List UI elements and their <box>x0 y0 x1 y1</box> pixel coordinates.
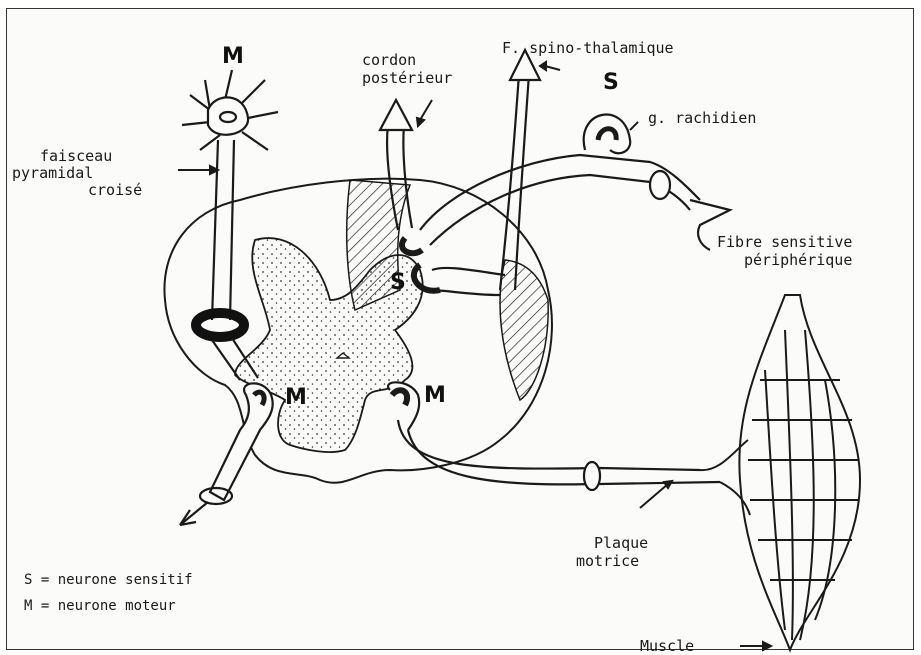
label-faisceau: faisceau <box>40 148 112 165</box>
label-posterieur: postérieur <box>362 70 452 87</box>
label-fibre-sensitive: Fibre sensitive <box>717 234 852 251</box>
legend-sensory: S = neurone sensitif <box>24 572 193 589</box>
label-pyramidal: pyramidal <box>12 165 93 182</box>
label-croise: croisé <box>88 182 142 199</box>
label-spino-thalamique: F. spino-thalamique <box>502 40 674 57</box>
mark-s-center: S <box>390 270 406 295</box>
muscle <box>700 295 860 650</box>
mark-m-top: M <box>222 44 244 69</box>
label-motrice: motrice <box>576 553 639 570</box>
label-plaque: Plaque <box>594 535 648 552</box>
legend-motor: M = neurone moteur <box>24 598 176 615</box>
mark-s-ganglion: S <box>603 70 619 95</box>
label-muscle: Muscle <box>640 638 694 655</box>
label-peripherique: périphérique <box>744 252 852 269</box>
label-cordon: cordon <box>362 52 416 69</box>
label-g-rachidien: g. rachidien <box>648 110 756 127</box>
mark-m-right: M <box>424 383 446 408</box>
mark-m-left: M <box>285 385 307 410</box>
